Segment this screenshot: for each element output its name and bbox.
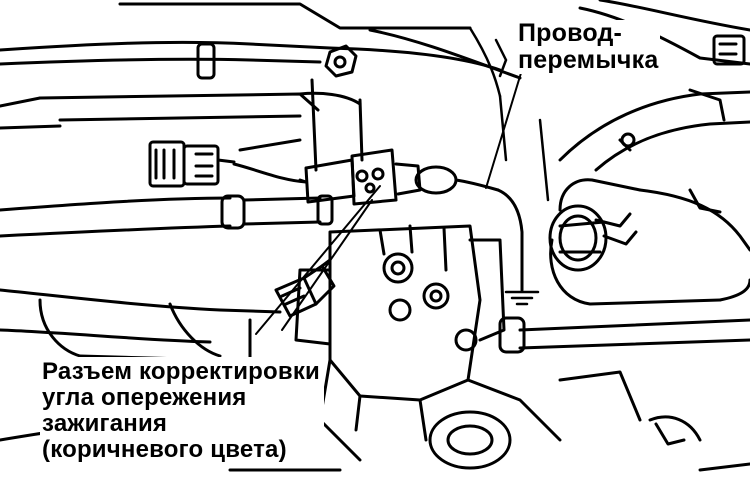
hex-bolt: [324, 44, 358, 78]
timing-connector-label: Разъем корректировки угла опережения заж…: [40, 357, 324, 465]
timing-connector-label-line-3: зажигания: [42, 409, 168, 437]
jumper-wire-label-line-1: Провод-: [518, 19, 623, 47]
jumper-wire-label: Провод- перемычка: [516, 19, 661, 74]
pipe-clip: [196, 42, 216, 80]
jumper-wire-label-line-2: перемычка: [518, 46, 659, 74]
top-right-bracket: [688, 34, 746, 122]
throttle-body: [294, 224, 562, 462]
upper-pipes: [0, 0, 750, 130]
timing-connector-label-line-4: (коричневого цвета): [42, 435, 287, 463]
left-connector: [148, 140, 308, 188]
timing-connector-label-line-1: Разъем корректировки: [42, 358, 320, 385]
timing-connector-label-line-2: угла опережения: [42, 383, 247, 411]
bottom-right-parts: [428, 316, 750, 472]
manifold-column: [238, 78, 364, 172]
timing-connector: [274, 258, 336, 318]
frame-lines: [468, 26, 550, 202]
vacuum-hose: [0, 194, 334, 238]
jumper-connector: [298, 148, 540, 306]
radiator-hose: [548, 90, 750, 306]
